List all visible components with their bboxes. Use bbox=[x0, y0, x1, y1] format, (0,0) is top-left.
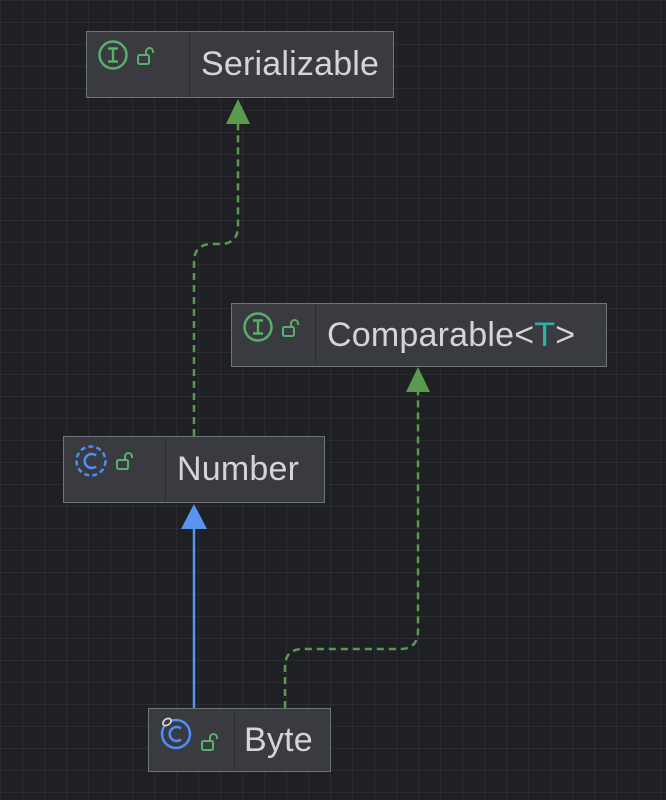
node-number[interactable]: Number bbox=[63, 436, 325, 503]
type-parameter: T bbox=[534, 315, 556, 354]
node-comparable[interactable]: Comparable<T> bbox=[231, 303, 607, 367]
node-byte[interactable]: Byte bbox=[148, 708, 331, 772]
node-icons bbox=[87, 32, 190, 97]
class-name-text: Comparable bbox=[327, 315, 515, 354]
generic-open-bracket: < bbox=[514, 315, 535, 354]
node-icons bbox=[149, 709, 235, 771]
arrowhead-number bbox=[181, 504, 207, 529]
class-name-text: Byte bbox=[244, 720, 313, 759]
public-lock-icon bbox=[280, 317, 302, 339]
generic-close-bracket: > bbox=[555, 315, 576, 354]
abstract-class-icon bbox=[74, 444, 108, 478]
node-name: Serializable bbox=[190, 32, 393, 97]
class-name-text: Number bbox=[177, 450, 300, 488]
node-icons bbox=[232, 304, 316, 366]
node-name: Number bbox=[166, 437, 324, 502]
node-name: Byte bbox=[235, 709, 330, 771]
interface-icon bbox=[97, 39, 129, 71]
interface-icon bbox=[242, 311, 274, 343]
class-name-text: Serializable bbox=[201, 45, 380, 83]
public-lock-icon bbox=[135, 45, 157, 67]
public-lock-icon bbox=[199, 731, 221, 753]
node-icons bbox=[64, 437, 166, 502]
node-name: Comparable<T> bbox=[316, 304, 606, 366]
node-serializable[interactable]: Serializable bbox=[86, 31, 394, 98]
arrowhead-comparable bbox=[406, 367, 430, 392]
arrowhead-serializable bbox=[226, 99, 250, 124]
edge-number-implements-serializable[interactable] bbox=[192, 124, 240, 436]
final-class-icon bbox=[159, 716, 193, 750]
public-lock-icon bbox=[114, 450, 136, 472]
